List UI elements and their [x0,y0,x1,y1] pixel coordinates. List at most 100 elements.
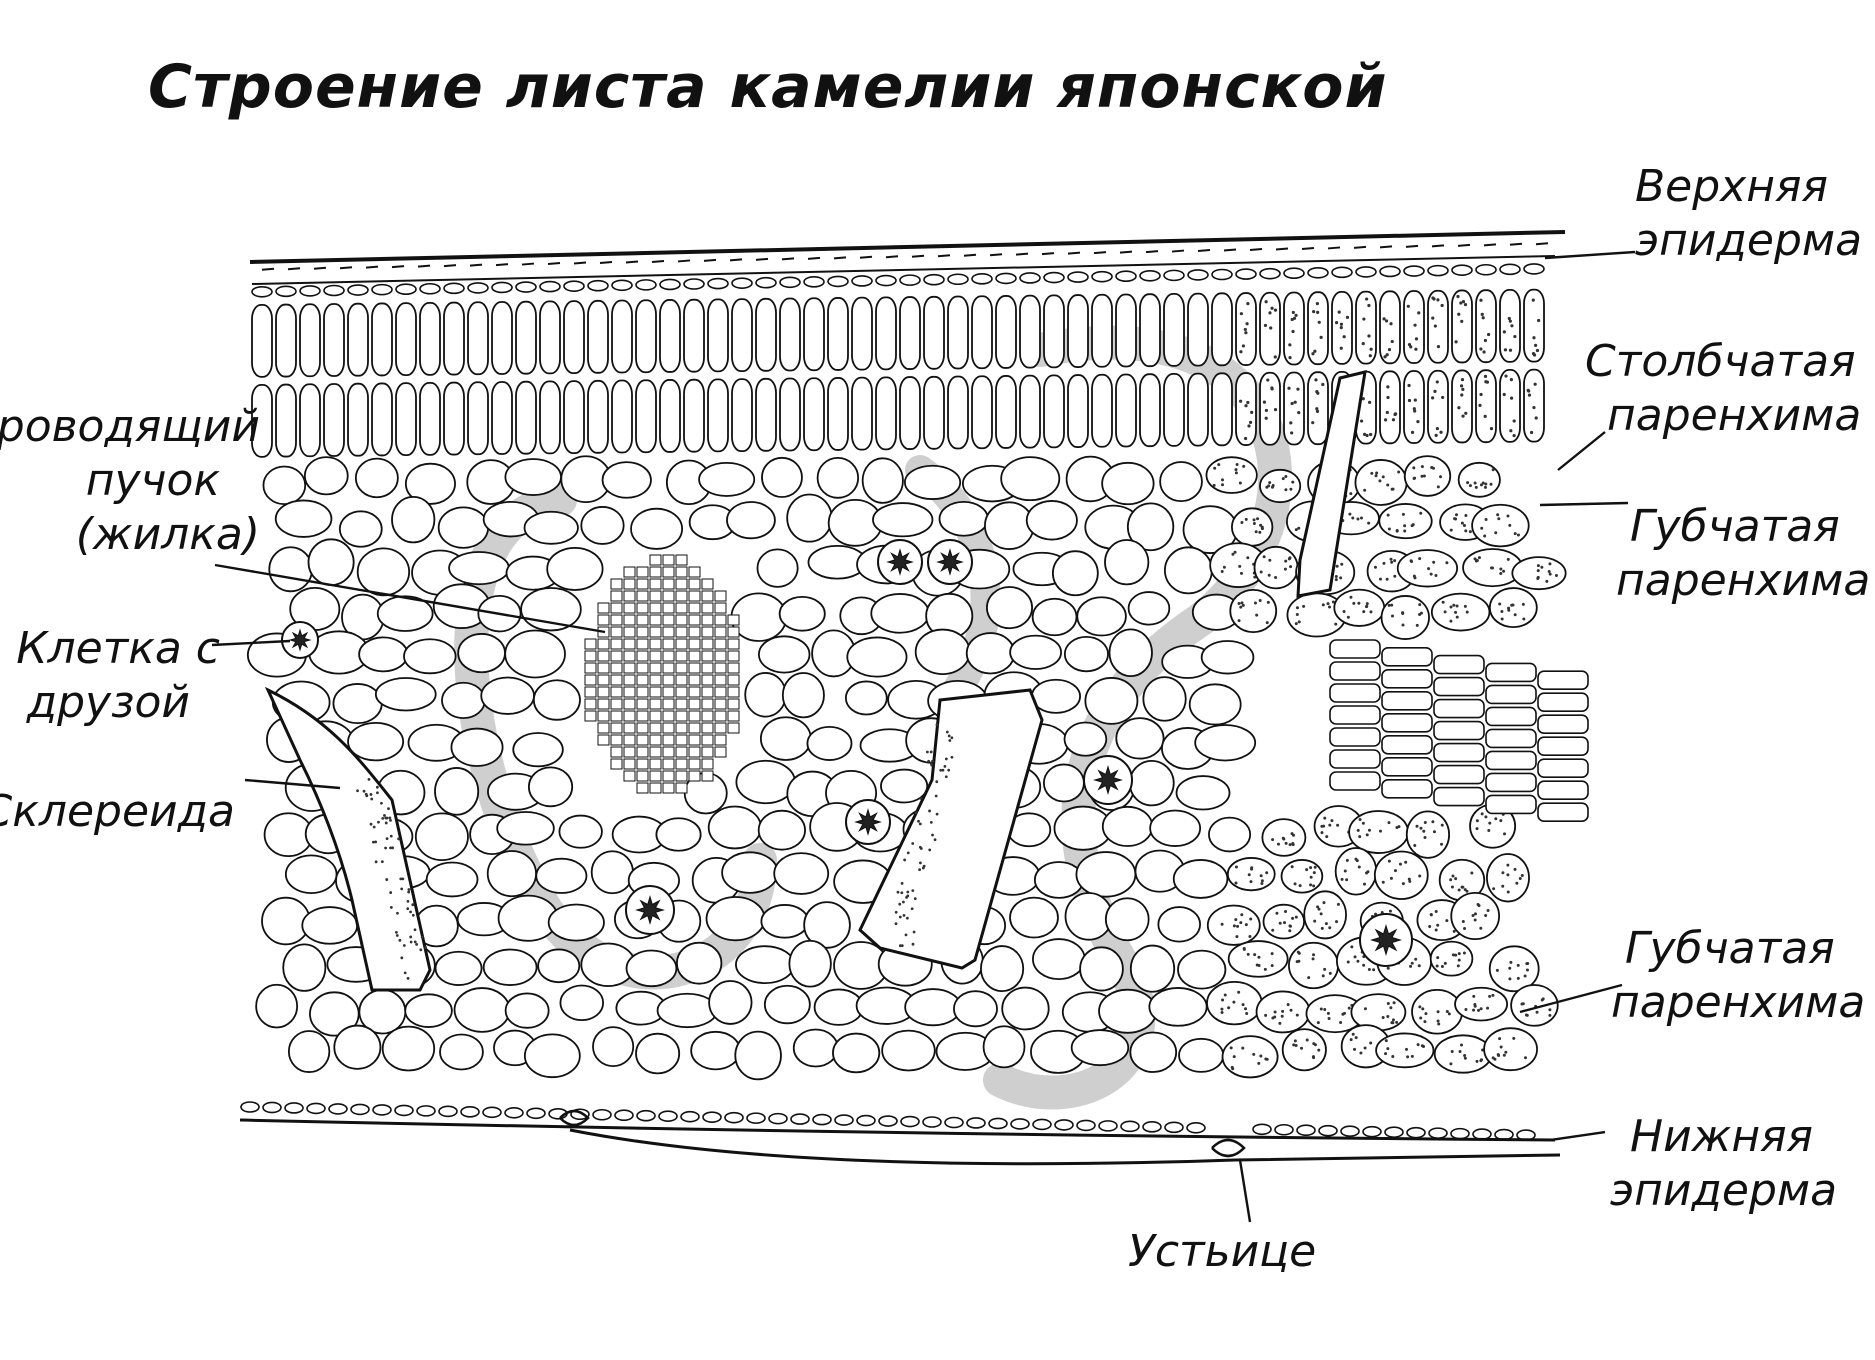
bundle-cell [584,638,597,650]
chloroplast-dot [1499,567,1503,571]
chloroplast-dot [1516,533,1520,537]
chloroplast-dot [1239,921,1243,925]
chloroplast-dot [1454,340,1458,344]
chloroplast-dot [1246,302,1250,306]
chloroplast-dot [1518,877,1522,881]
chloroplast-dot [1381,880,1385,884]
palisade-cell [491,381,513,455]
chloroplast-dot [1491,566,1495,570]
chloroplast-dot [1352,1047,1356,1051]
spongy-cell [527,766,574,808]
upper-epidermis-cell [299,285,321,297]
elongated-cell [1329,771,1381,791]
sclereid-stipple [397,837,400,841]
sclereid-stipple [395,934,399,937]
chloroplast-dot [1242,946,1246,950]
bundle-cell [675,554,688,566]
chloroplast-dot [1418,1005,1422,1009]
sclereid-stipple [406,976,410,980]
chloroplast-dot [1363,1046,1367,1050]
bundle-cell [701,686,714,698]
chloroplast-dot [1297,620,1301,624]
chloroplast-dot [1422,474,1426,478]
epidermis-lower-line [239,1118,1556,1142]
chloroplast-dot [1336,902,1340,906]
sclereid-stipple [944,775,948,779]
chloroplast-dot [1420,465,1424,469]
bundle-cell [623,650,636,662]
chloroplast-dot [1503,348,1508,352]
chloroplast-dot [1413,843,1417,847]
bundle-cell [610,722,623,734]
chloroplast-dot [1457,888,1461,892]
chloroplast-dot [1503,832,1507,836]
chloroplast-dot [1270,952,1274,956]
chloroplast-dot [1391,487,1395,491]
spongy-cell [813,988,864,1026]
bundle-cell [649,782,662,794]
chloroplast-dot [1433,324,1437,328]
spongy-cell-chloroplast [1433,1034,1493,1074]
chloroplast-dot [1510,324,1514,328]
chloroplast-dot [1247,424,1251,428]
sclereid-stipple [399,877,403,881]
chloroplast-dot [1483,338,1488,343]
palisade-cell [803,377,825,452]
bundle-cell [688,698,701,710]
chloroplast-dot [1435,380,1439,384]
chloroplast-dot [1489,427,1494,431]
chloroplast-dot [1363,488,1367,492]
chloroplast-dot [1382,561,1386,565]
chloroplast-dot [1391,1018,1395,1022]
sclereid-stipple [380,801,383,805]
chloroplast-dot [1246,952,1250,956]
cuticle-dash [651,259,665,263]
bundle-cell [623,602,636,614]
chloroplast-dot [1373,565,1377,569]
chloroplast-dot [1393,559,1397,563]
chloroplast-dot [1455,604,1459,608]
lower-epidermis-cell [1472,1128,1492,1140]
lower-epidermis-cell [724,1111,744,1124]
chloroplast-dot [1297,526,1301,530]
chloroplast-dot [1415,824,1419,828]
chloroplast-dot [1445,919,1449,923]
bundle-cell [597,674,610,686]
chloroplast-dot [1479,926,1483,930]
palisade-cell [611,299,633,374]
upper-epidermis-cell [563,280,585,292]
chloroplast-dot [1474,485,1478,489]
spongy-cell [504,629,566,679]
chloroplast-dot [1417,311,1421,315]
label-line: эпидерма [1635,215,1863,266]
spongy-cell-chloroplast [1333,588,1386,627]
spongy-cell [347,721,405,762]
chloroplast-dot [1324,922,1328,926]
chloroplast-dot [1384,1052,1388,1056]
chloroplast-dot [1362,610,1366,614]
bundle-cell [623,566,636,578]
chloroplast-dot [1423,1020,1427,1024]
sclereid-stipple [917,819,920,823]
chloroplast-dot [1315,407,1319,411]
chloroplast-dot [1356,959,1360,963]
chloroplast-dot [1387,859,1391,863]
chloroplast-dot [1238,564,1242,568]
chloroplast-dot [1431,396,1435,400]
bundle-cell [649,662,662,674]
spongy-cell [1079,946,1124,992]
chloroplast-dot [1337,310,1341,314]
palisade-cell-chloroplast [1499,288,1521,363]
palisade-cell [683,378,705,453]
chloroplast-dot [1441,395,1445,400]
bundle-cell [610,710,623,722]
chloroplast-dot [1495,968,1499,972]
chloroplast-dot [1294,528,1298,532]
chloroplast-dot [1457,406,1461,410]
chloroplast-dot [1409,345,1413,349]
chloroplast-dot [1513,867,1517,871]
chloroplast-dot [1434,574,1438,578]
sclereid-stipple [402,944,406,947]
sclereid-stipple [415,942,419,946]
sclereid-stipple [945,730,949,734]
